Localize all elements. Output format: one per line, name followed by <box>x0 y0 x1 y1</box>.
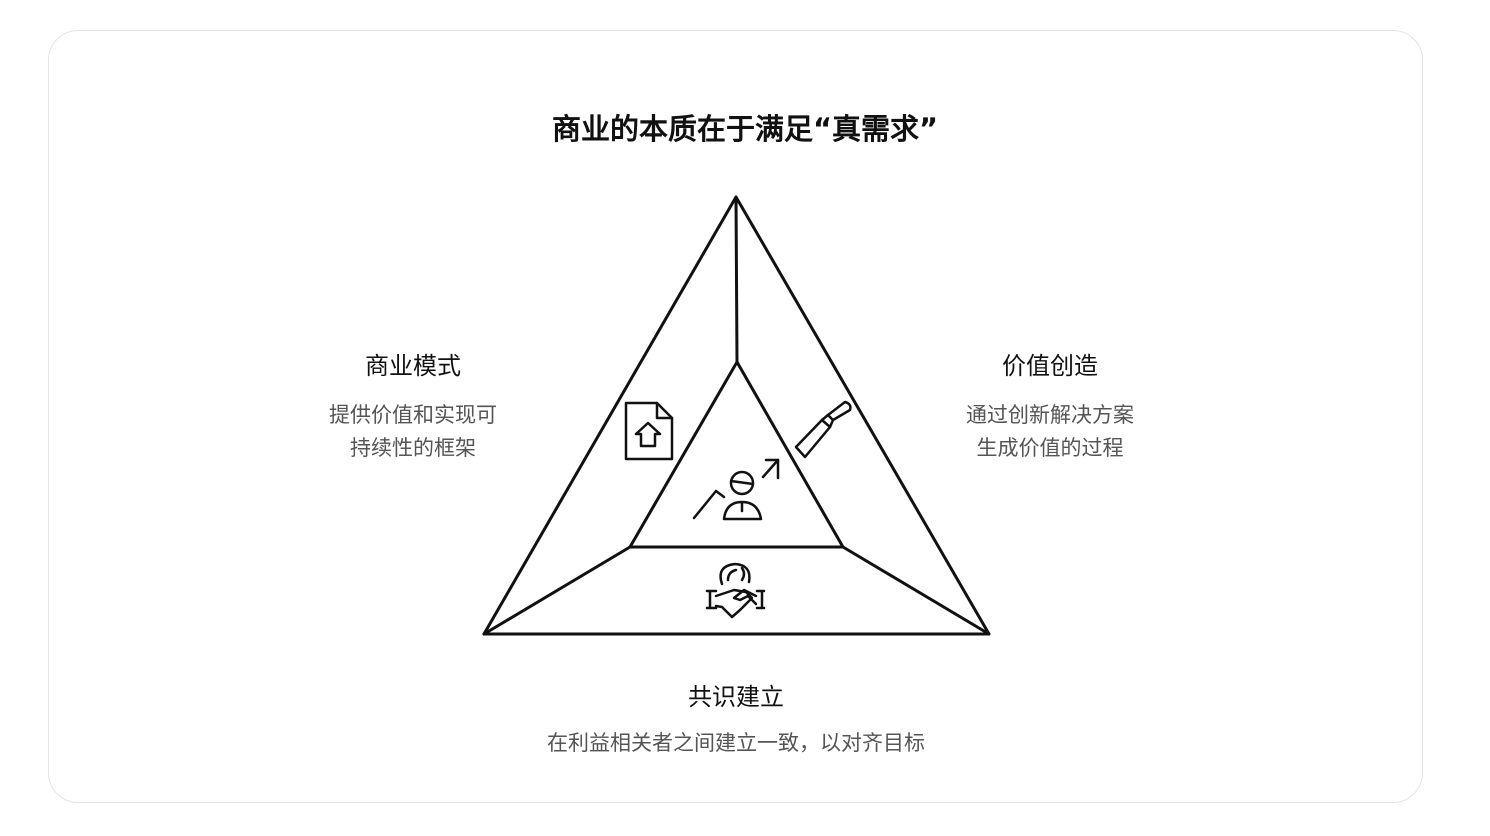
handshake-globe-icon <box>705 562 766 619</box>
section-description: 在利益相关者之间建立一致，以对齐目标 <box>436 727 1036 760</box>
section-description: 提供价值和实现可持续性的框架 <box>253 399 573 465</box>
section-business-model: 商业模式 提供价值和实现可持续性的框架 <box>253 351 573 465</box>
section-consensus: 共识建立 在利益相关者之间建立一致，以对齐目标 <box>436 682 1036 760</box>
diagram-title: 商业的本质在于满足“真需求” <box>551 112 939 146</box>
description-line: 提供价值和实现可 <box>329 403 497 427</box>
document-home-icon <box>624 401 674 461</box>
knife-icon <box>794 400 852 459</box>
outer-triangle <box>482 195 991 636</box>
section-heading: 价值创造 <box>1002 352 1098 380</box>
person-growth-icon <box>692 458 780 521</box>
inner-triangle <box>482 195 991 636</box>
description-line: 通过创新解决方案 <box>966 403 1134 427</box>
section-heading: 共识建立 <box>688 683 784 711</box>
description-line: 持续性的框架 <box>350 436 476 460</box>
section-value-creation: 价值创造 通过创新解决方案生成价值的过程 <box>890 351 1210 465</box>
description-line: 生成价值的过程 <box>976 436 1124 460</box>
section-description: 通过创新解决方案生成价值的过程 <box>890 399 1210 465</box>
description-line: 在利益相关者之间建立一致，以对齐目标 <box>547 731 925 755</box>
section-heading: 商业模式 <box>365 352 461 380</box>
diagram-card <box>48 30 1423 803</box>
